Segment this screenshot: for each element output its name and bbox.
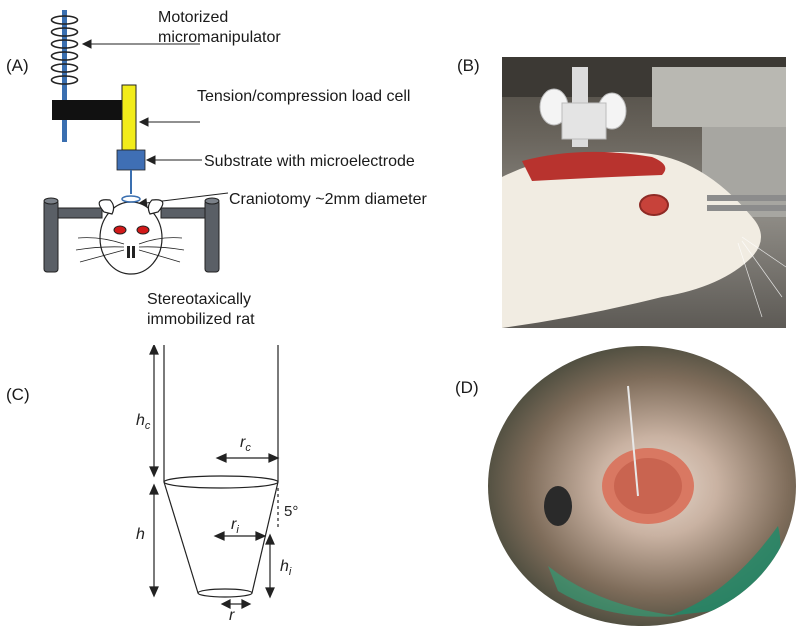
label-craniotomy: Craniotomy ~2mm diameter (229, 191, 427, 208)
label-hi-sub: i (289, 566, 292, 578)
label-micromanipulator: micromanipulator (158, 29, 281, 46)
label-stereotaxically: Stereotaxically (147, 291, 252, 308)
label-rc-sub: c (245, 442, 251, 454)
label-motorized: Motorized (158, 9, 229, 26)
right-post (204, 199, 220, 273)
geometry-diagram: hc rc h ri hi r 5° (136, 345, 298, 624)
microscope-photo (488, 346, 796, 626)
black-beam (52, 100, 122, 120)
left-ear-bar (57, 207, 103, 219)
substrate-block (116, 149, 146, 171)
label-load-cell: Tension/compression load cell (197, 88, 411, 105)
svg-text:hi: hi (280, 558, 292, 578)
svg-text:ri: ri (231, 516, 239, 536)
label-r: r (229, 607, 235, 624)
label-ri-sub: i (236, 524, 239, 536)
label-rc: r (240, 434, 246, 451)
left-post (43, 199, 59, 273)
rat-right-eye (136, 225, 150, 235)
panel-label-b: (B) (457, 56, 480, 75)
panel-label-c: (C) (6, 385, 30, 404)
label-hi: h (280, 558, 289, 575)
load-cell (121, 84, 137, 151)
right-ear-bar (160, 207, 206, 219)
panel-label-d: (D) (455, 378, 479, 397)
label-hc: h (136, 412, 145, 429)
rat-head (98, 199, 164, 275)
label-h: h (136, 526, 145, 543)
label-ri: r (231, 516, 237, 533)
craniotomy-mark (121, 195, 141, 203)
label-hc-sub: c (145, 420, 151, 432)
rat-photo (502, 57, 786, 328)
svg-text:hc: hc (136, 412, 151, 432)
manipulator-coils (50, 15, 79, 85)
label-angle: 5° (284, 503, 298, 520)
label-substrate: Substrate with microelectrode (204, 153, 415, 170)
panel-label-a: (A) (6, 56, 29, 75)
svg-text:rc: rc (240, 434, 251, 454)
apparatus-schematic (43, 10, 229, 275)
label-immobilized-rat: immobilized rat (147, 311, 255, 328)
rat-left-eye (113, 225, 127, 235)
